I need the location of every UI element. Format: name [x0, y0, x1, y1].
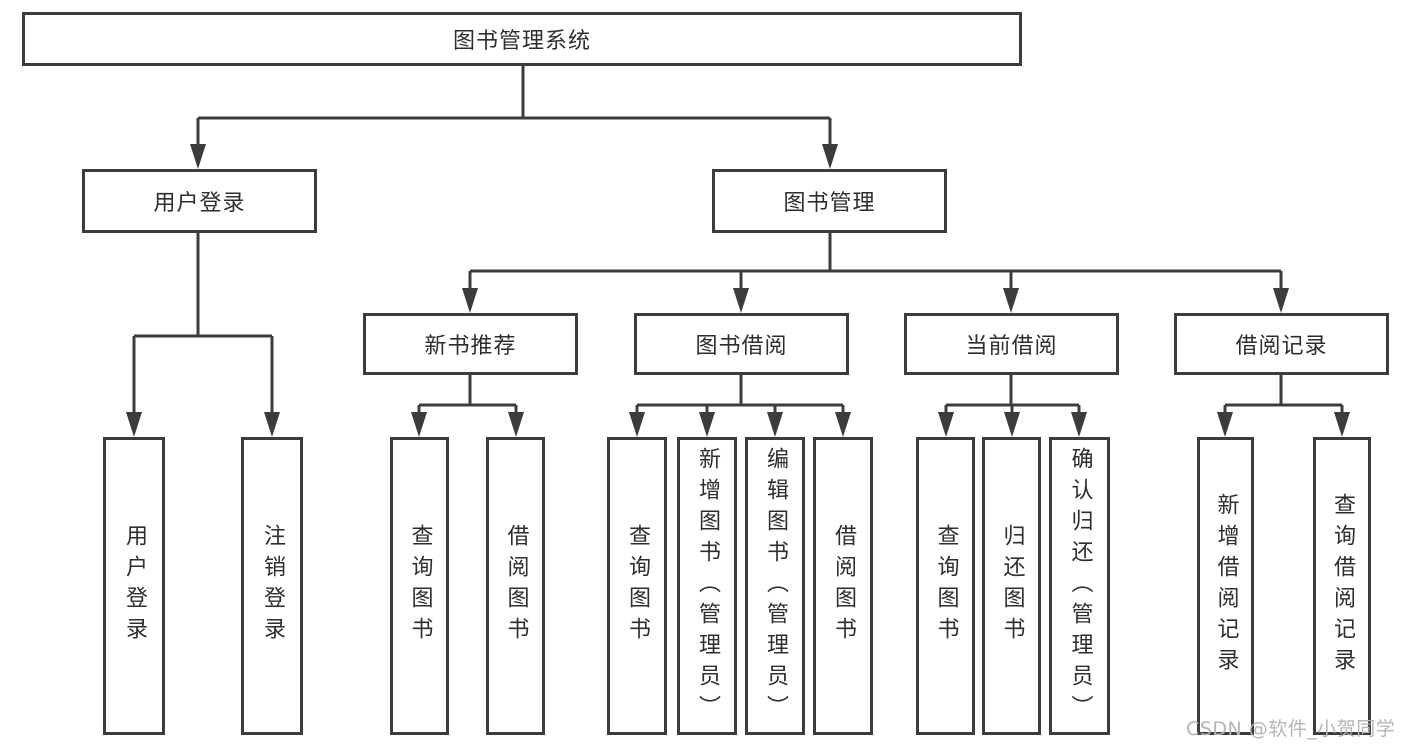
arrowhead-icon	[1217, 412, 1233, 437]
arrowhead-icon	[1273, 288, 1289, 313]
arrowhead-icon	[699, 412, 715, 437]
node-label: 图书管理	[783, 191, 876, 216]
arrowheads	[126, 144, 1350, 437]
arrowhead-icon	[1071, 412, 1087, 437]
leaf-confirm-return-admin: 确认归还（管理员）	[1049, 437, 1110, 735]
node-label: 注销登录	[260, 524, 285, 648]
node-label: 查询借阅记录	[1330, 493, 1355, 679]
node-label: 确认归还（管理员）	[1067, 446, 1093, 726]
arrowhead-icon	[629, 412, 645, 437]
leaf-search-books-recommend: 查询图书	[390, 437, 449, 735]
node-label: 新增图书（管理员）	[695, 446, 720, 726]
node-label: 借阅图书	[503, 524, 529, 648]
arrowhead-icon	[190, 144, 206, 169]
arrowhead-icon	[462, 288, 478, 313]
node-label: 查询图书	[933, 524, 959, 648]
arrowhead-icon	[1003, 288, 1019, 313]
arrowhead-icon	[835, 412, 851, 437]
leaf-search-books-borrowing: 查询图书	[607, 437, 667, 735]
leaf-return-book: 归还图书	[982, 437, 1041, 735]
leaf-search-borrow-record: 查询借阅记录	[1313, 437, 1371, 735]
arrowhead-icon	[126, 412, 142, 437]
arrowhead-icon	[822, 144, 838, 169]
arrowhead-icon	[1334, 412, 1350, 437]
node-book-borrowing: 图书借阅	[634, 313, 849, 375]
node-book-management: 图书管理	[712, 169, 947, 233]
node-borrowing-records: 借阅记录	[1174, 313, 1389, 375]
leaf-add-book-admin: 新增图书（管理员）	[677, 437, 737, 735]
node-label: 归还图书	[999, 524, 1025, 648]
node-user-login: 用户登录	[82, 169, 317, 233]
node-new-book-recommendation: 新书推荐	[363, 313, 578, 375]
arrowhead-icon	[508, 412, 524, 437]
node-label: 当前借阅	[965, 334, 1058, 359]
node-label: 查询图书	[625, 524, 650, 648]
node-current-borrowing: 当前借阅	[904, 313, 1119, 375]
node-label: 用户登录	[122, 524, 147, 648]
node-label: 新增借阅记录	[1213, 493, 1239, 679]
arrowhead-icon	[938, 412, 954, 437]
node-label: 新书推荐	[424, 334, 517, 359]
node-library-management-system: 图书管理系统	[22, 12, 1022, 66]
arrowhead-icon	[733, 288, 749, 313]
node-label: 借阅记录	[1235, 334, 1328, 359]
connector-paths	[132, 66, 1344, 414]
arrowhead-icon	[411, 412, 427, 437]
leaf-borrow-books-borrowing: 借阅图书	[813, 437, 873, 735]
csdn-watermark: CSDN @软件_小贺同学	[1186, 718, 1396, 740]
node-label: 用户登录	[153, 191, 246, 216]
leaf-logout: 注销登录	[241, 437, 303, 735]
leaf-search-books-current: 查询图书	[916, 437, 975, 735]
node-label: 图书借阅	[695, 334, 788, 359]
node-label: 编辑图书（管理员）	[763, 446, 788, 726]
arrowhead-icon	[1004, 412, 1020, 437]
leaf-user-login: 用户登录	[103, 437, 165, 735]
node-label: 图书管理系统	[452, 29, 591, 54]
arrowhead-icon	[264, 412, 280, 437]
leaf-borrow-books-recommend: 借阅图书	[486, 437, 545, 735]
leaf-edit-book-admin: 编辑图书（管理员）	[745, 437, 805, 735]
node-label: 查询图书	[407, 524, 433, 648]
leaf-add-borrow-record: 新增借阅记录	[1197, 437, 1254, 735]
node-label: 借阅图书	[831, 524, 856, 648]
arrowhead-icon	[767, 412, 783, 437]
